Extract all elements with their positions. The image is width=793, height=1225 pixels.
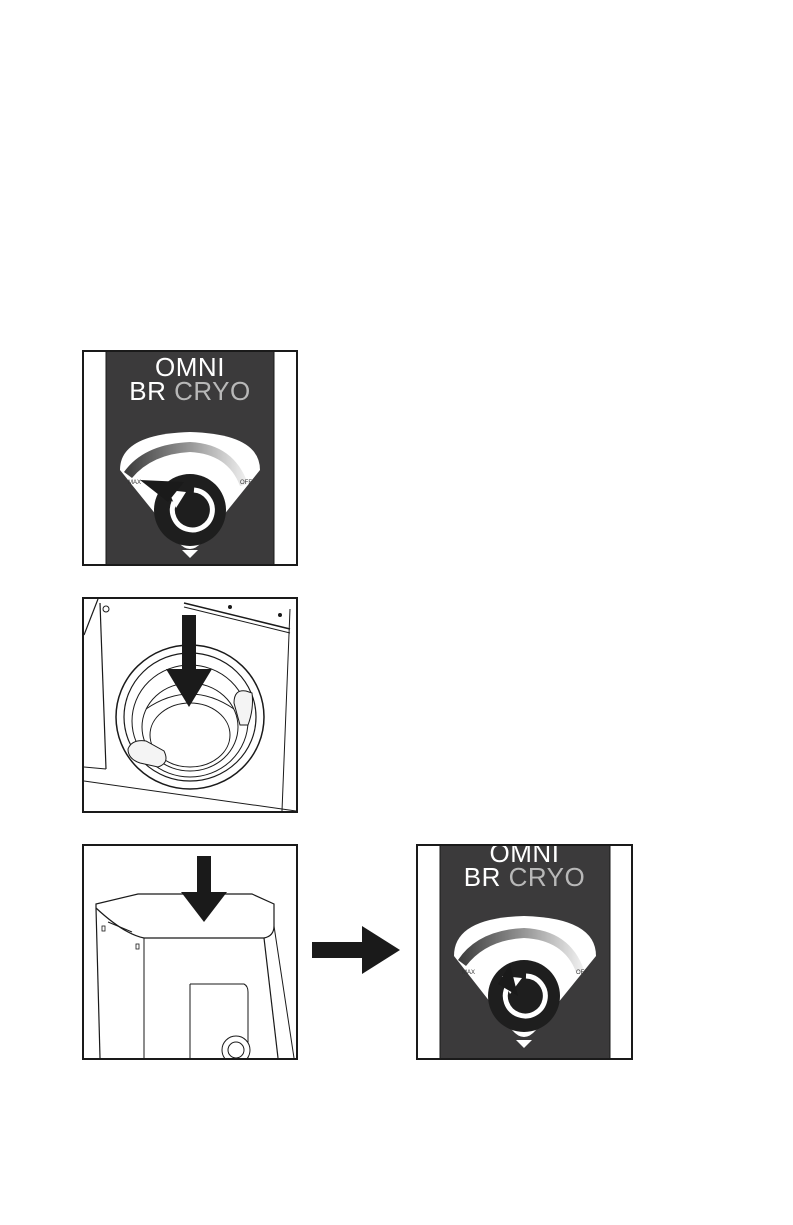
knob-illustration-bottom: OMNI BR CRYO MAX OFF	[416, 844, 633, 1060]
brand-line-2: BR CRYO	[418, 864, 631, 890]
bowl-drawing	[84, 599, 296, 811]
scale-max-label: MAX	[128, 480, 141, 486]
next-step-arrow-icon	[312, 926, 402, 974]
scale-max-label: MAX	[462, 970, 475, 976]
knob-illustration-top: OMNI BR CRYO MAX OFF	[82, 350, 298, 566]
scale-off-label: OFF	[576, 970, 588, 976]
lid-drawing	[84, 846, 296, 1058]
knob	[488, 960, 560, 1032]
brand-line-2-a: BR	[464, 862, 501, 892]
brand-line-2-b: CRYO	[509, 862, 586, 892]
brand-line-2: BR CRYO	[84, 378, 296, 404]
bowl-illustration	[82, 597, 298, 813]
down-arrow-icon	[181, 856, 227, 922]
scale-off-label: OFF	[240, 480, 252, 486]
brand-line-2-a: BR	[129, 376, 166, 406]
lid-illustration	[82, 844, 298, 1060]
brand-line-2-b: CRYO	[174, 376, 251, 406]
